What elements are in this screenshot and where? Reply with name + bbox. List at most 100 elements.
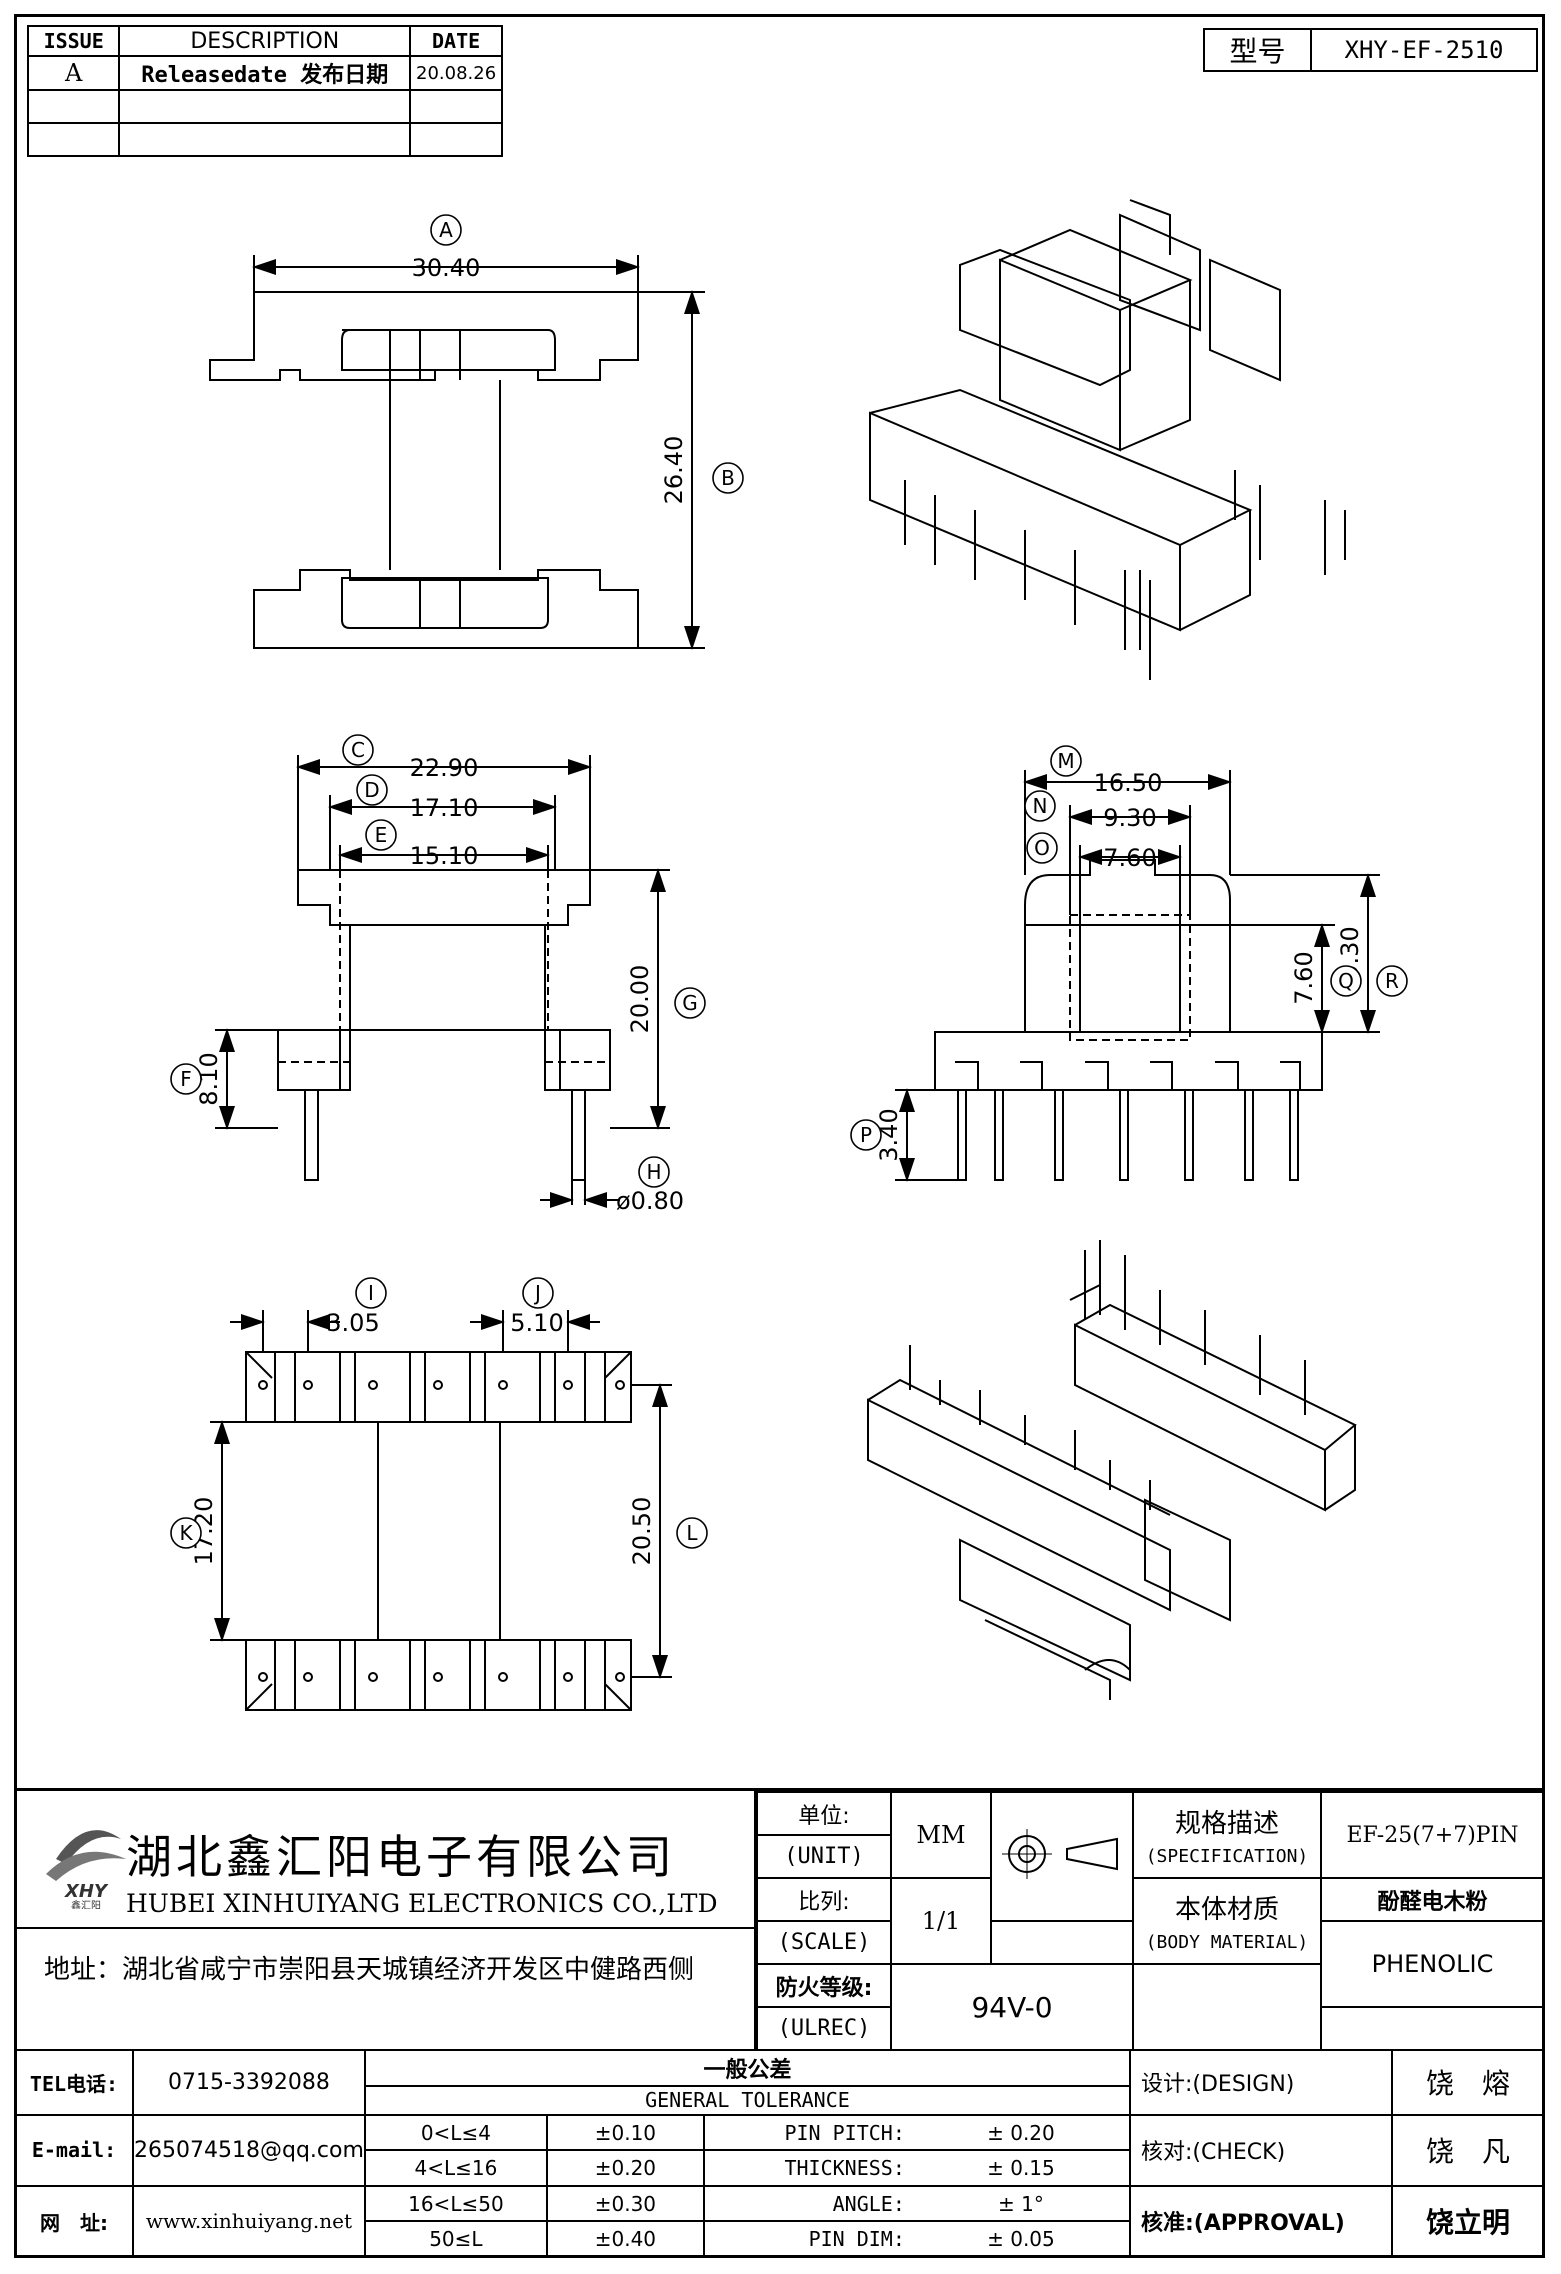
info-table: 单位: MM 规格描述 (SPECIFICATION) EF-25(7+7)PI…: [756, 1791, 1545, 2051]
callout-a: A: [439, 218, 453, 242]
tolerance-range-1: 0<L≤4: [363, 2113, 548, 2152]
tolerance-item-value-1: ± 0.20: [912, 2113, 1132, 2152]
callout-b: B: [721, 466, 735, 490]
approval-name: 饶立明: [1391, 2184, 1545, 2259]
revision-empty-cell: [26, 122, 121, 157]
tolerance-value-2: ±0.20: [545, 2149, 705, 2187]
dim-o-value: 7.60: [1103, 844, 1156, 872]
tolerance-item-3: ANGLE:: [702, 2184, 913, 2223]
dim-l-value: 20.50: [628, 1497, 656, 1566]
revision-header-description: DESCRIPTION: [118, 25, 412, 57]
front-view: [215, 755, 670, 1208]
tolerance-item-4: PIN DIM:: [702, 2220, 913, 2258]
title-block-divider: [14, 1788, 1545, 1791]
spec-label-en: (SPECIFICATION): [1145, 1846, 1309, 1867]
callout-i: I: [368, 1281, 374, 1305]
dim-m-value: 16.50: [1094, 769, 1163, 797]
iso-view-top: [869, 199, 1346, 680]
dim-n-value: 9.30: [1103, 804, 1156, 832]
tolerance-range-2: 4<L≤16: [363, 2149, 548, 2187]
dim-i-value: 3.05: [326, 1309, 379, 1337]
model-box: 型号 XHY-EF-2510: [1203, 28, 1538, 72]
callout-q: Q: [1338, 969, 1354, 993]
model-number: XHY-EF-2510: [1310, 28, 1538, 72]
callout-c: C: [351, 738, 365, 762]
top-view: [209, 255, 705, 650]
tolerance-title-cn: 一般公差: [363, 2049, 1132, 2087]
tolerance-value-3: ±0.30: [545, 2184, 705, 2223]
revision-empty-cell: [409, 122, 503, 157]
ulrec-value: 94V-0: [890, 1963, 1134, 2051]
projection-symbol: [990, 1791, 1134, 1922]
dim-q-value: 7.60: [1290, 951, 1318, 1004]
callout-letters: A B C D E F G H I J K L M N O P Q R: [179, 218, 1399, 1545]
tolerance-item-value-4: ± 0.05: [912, 2220, 1132, 2258]
email-value: 265074518@qq.com: [132, 2113, 366, 2187]
company-divider: [14, 1927, 754, 1929]
unit-label-cn: 单位:: [756, 1791, 892, 1836]
check-name: 饶 凡: [1391, 2113, 1545, 2187]
dim-g-value: 20.00: [626, 965, 654, 1034]
ulrec-label-en: (ULREC): [756, 2006, 892, 2051]
spec-label-cn: 规格描述: [1174, 1809, 1279, 1839]
revision-header-date: DATE: [409, 25, 503, 57]
scale-label-en: (SCALE): [756, 1920, 892, 1965]
logo-text: XHY: [64, 1881, 109, 1902]
revision-empty-cell: [26, 89, 121, 124]
web-label: 网 址:: [14, 2184, 134, 2259]
callout-j: J: [533, 1281, 541, 1305]
footer-table: TEL电话: 0715-3392088 一般公差 设计:(DESIGN) 饶 熔…: [14, 2049, 1545, 2259]
revision-empty-cell: [118, 122, 412, 157]
revision-issue: A: [26, 55, 121, 91]
dimension-callouts: [170, 214, 1408, 1549]
revision-empty-cell: [409, 89, 503, 124]
revision-header-issue: ISSUE: [26, 25, 121, 57]
tolerance-item-1: PIN PITCH:: [702, 2113, 913, 2152]
revision-date: 20.08.26: [409, 55, 503, 91]
callout-f: F: [180, 1067, 192, 1091]
tolerance-value-4: ±0.40: [545, 2220, 705, 2258]
tolerance-value-1: ±0.10: [545, 2113, 705, 2152]
callout-h: H: [646, 1160, 661, 1184]
material-value-cn: 酚醛电木粉: [1320, 1877, 1545, 1922]
tolerance-item-value-3: ± 1°: [912, 2184, 1132, 2223]
company-area: XHY 鑫汇阳 湖北鑫汇阳电子有限公司 HUBEI XINHUIYANG ELE…: [14, 1791, 756, 2049]
tolerance-range-4: 50≤L: [363, 2220, 548, 2258]
email-label: E-mail:: [14, 2113, 134, 2187]
dim-e-value: 15.10: [410, 842, 479, 870]
web-value: www.xinhuiyang.net: [132, 2184, 366, 2259]
design-label: 设计:(DESIGN): [1129, 2049, 1393, 2116]
side-view: [895, 770, 1380, 1182]
material-label: 本体材质 (BODY MATERIAL): [1132, 1877, 1322, 1965]
tolerance-title-en: GENERAL TOLERANCE: [363, 2084, 1132, 2116]
company-logo: XHY 鑫汇阳: [46, 1830, 126, 1909]
material-label-cn: 本体材质: [1174, 1895, 1279, 1925]
dim-c-value: 22.90: [410, 754, 479, 782]
callout-e: E: [375, 823, 388, 847]
spec-label: 规格描述 (SPECIFICATION): [1132, 1791, 1322, 1879]
model-label: 型号: [1203, 28, 1312, 72]
bottom-view: [210, 1310, 672, 1711]
tolerance-item-2: THICKNESS:: [702, 2149, 913, 2187]
callout-r: R: [1385, 969, 1399, 993]
callout-n: N: [1033, 794, 1048, 818]
unit-value: MM: [890, 1791, 992, 1879]
company-name-en: HUBEI XINHUIYANG ELECTRONICS CO.,LTD: [126, 1889, 718, 1918]
dimension-labels: 30.40 26.40 22.90 17.10 15.10 8.10 20.00…: [190, 254, 1364, 1565]
logo-subtext: 鑫汇阳: [71, 1899, 101, 1909]
blank-cell: [1132, 1963, 1322, 2051]
dim-d-value: 17.10: [410, 794, 479, 822]
tolerance-item-value-2: ± 0.15: [912, 2149, 1132, 2187]
revision-description: Releasedate 发布日期: [118, 55, 412, 91]
tolerance-range-3: 16<L≤50: [363, 2184, 548, 2223]
scale-value: 1/1: [890, 1877, 992, 1965]
callout-l: L: [686, 1521, 698, 1545]
third-angle-projection-icon: [1002, 1828, 1118, 1879]
dim-h-value: ø0.80: [616, 1187, 684, 1215]
blank-cell: [1320, 2006, 1545, 2051]
callout-g: G: [682, 991, 698, 1015]
projection-blank: [990, 1921, 1134, 1965]
tel-value: 0715-3392088: [132, 2049, 366, 2116]
spec-value: EF-25(7+7)PIN: [1320, 1791, 1545, 1879]
company-name-cn: 湖北鑫汇阳电子有限公司: [126, 1830, 676, 1884]
